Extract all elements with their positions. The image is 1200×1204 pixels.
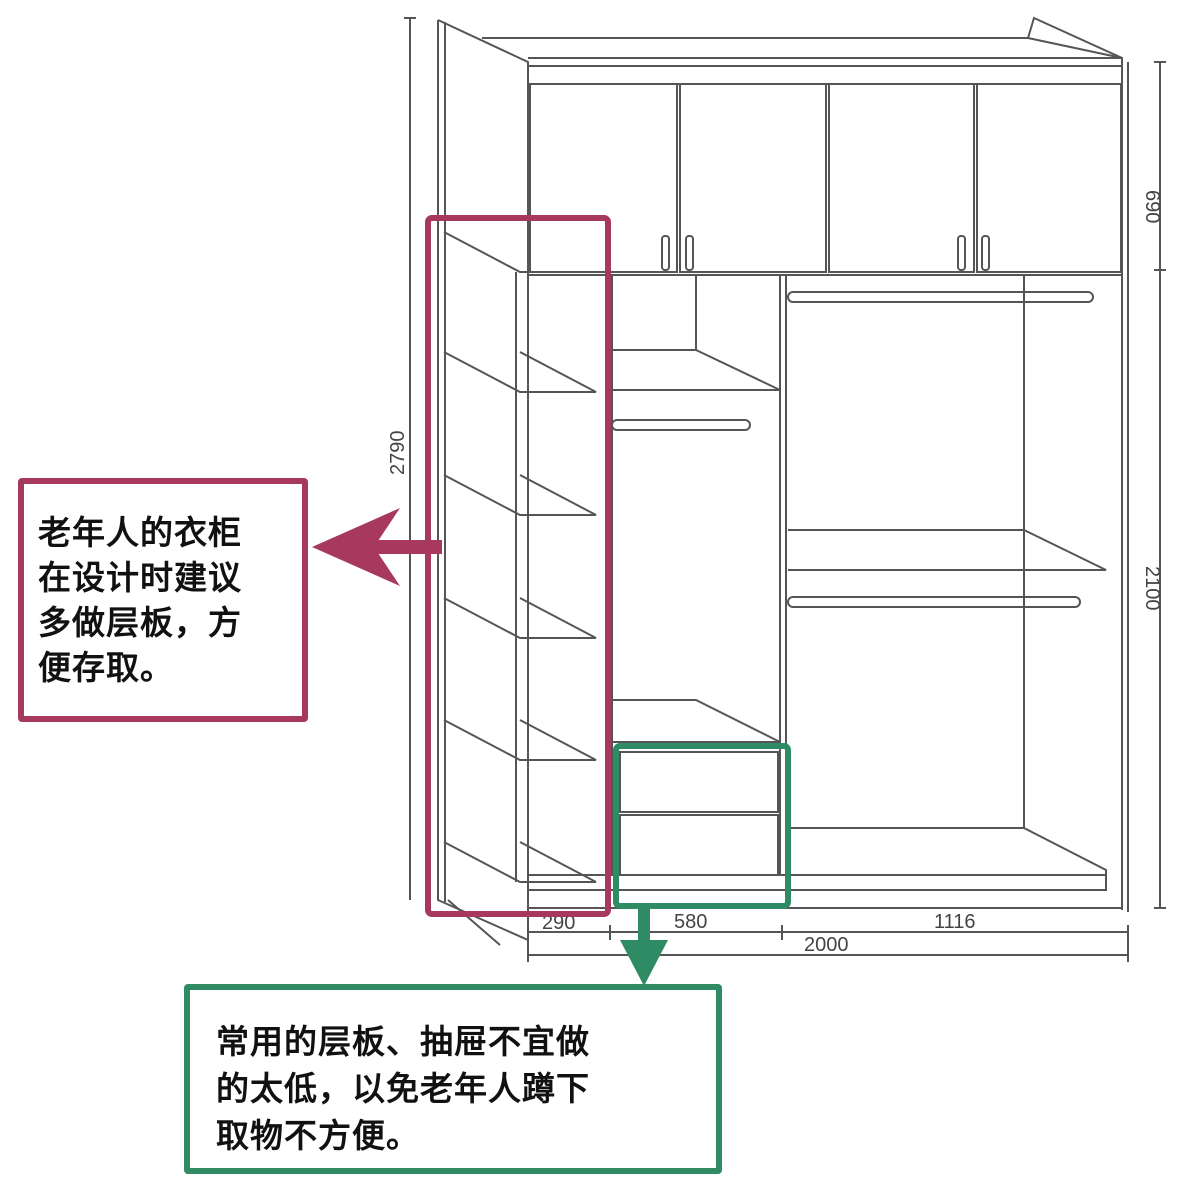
corner-shelf	[443, 841, 597, 883]
green-highlight-frame	[613, 743, 791, 909]
upper-door-2	[679, 83, 827, 273]
dim-top-height: 690	[1141, 190, 1163, 223]
dim-middle-width: 580	[674, 911, 707, 933]
hanging-rod	[787, 291, 1094, 303]
dim-total-width: 2000	[804, 934, 849, 956]
dim-lower-height: 2100	[1141, 566, 1163, 611]
door-handle	[685, 235, 694, 271]
door-handle	[957, 235, 966, 271]
elderly-shelf-callout-text: 老年人的衣柜 在设计时建议 多做层板，方 便存取。	[38, 513, 242, 687]
upper-door-1	[529, 83, 678, 273]
right-shelf	[788, 529, 1107, 571]
upper-door-3	[828, 83, 975, 273]
middle-shelf	[612, 699, 781, 743]
drawer	[619, 814, 779, 876]
corner-shelf	[443, 719, 597, 761]
hanging-rod	[611, 419, 751, 431]
low-drawer-callout: 常用的层板、抽屉不宜做 的太低，以免老年人蹲下 取物不方便。	[184, 984, 722, 1174]
hanging-rod	[787, 596, 1081, 608]
corner-shelf	[443, 231, 596, 273]
green-arrow-icon	[620, 904, 668, 986]
drawer	[619, 751, 779, 813]
elderly-shelf-callout: 老年人的衣柜 在设计时建议 多做层板，方 便存取。	[18, 478, 308, 722]
corner-shelf	[443, 597, 597, 639]
door-handle	[981, 235, 990, 271]
door-handle	[661, 235, 670, 271]
right-floor	[788, 827, 1107, 891]
red-arrow-icon	[312, 508, 442, 586]
corner-shelf	[443, 351, 597, 393]
dim-left-width: 290	[542, 912, 575, 934]
top-crown	[482, 16, 1123, 67]
dim-total-height: 2790	[387, 431, 409, 476]
middle-shelf	[612, 349, 781, 391]
low-drawer-callout-text: 常用的层板、抽屉不宜做 的太低，以免老年人蹲下 取物不方便。	[216, 1022, 590, 1155]
red-highlight-frame	[425, 215, 611, 917]
upper-door-4	[976, 83, 1122, 273]
dim-right-width: 1116	[934, 911, 976, 933]
corner-shelf	[443, 474, 597, 516]
